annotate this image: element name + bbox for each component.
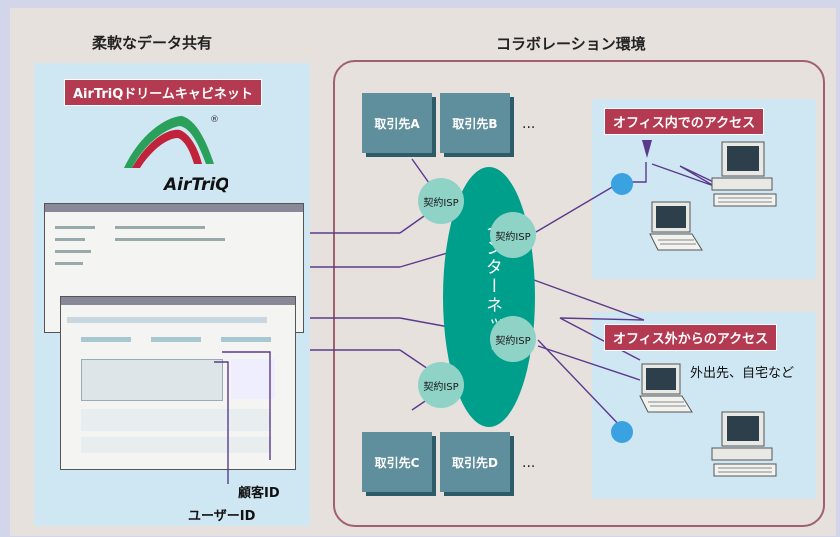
isp-node-2: 契約ISP — [490, 212, 536, 258]
heading-collaboration: コラボレーション環境 — [496, 35, 646, 53]
partner-b: 取引先B — [440, 93, 510, 153]
heading-flexible-sharing: 柔軟なデータ共有 — [92, 34, 213, 52]
user-id-label: ユーザーID — [188, 509, 256, 524]
partner-d: 取引先D — [440, 432, 510, 492]
office-inside-title: オフィス内でのアクセス — [604, 108, 765, 135]
partner-a: 取引先A — [362, 93, 432, 153]
isp-node-3: 契約ISP — [490, 316, 536, 362]
airtriq-logo: AirTriQ ® — [124, 115, 228, 195]
partners-more-bottom: ... — [522, 455, 536, 471]
laptop-computer-icon — [649, 201, 703, 251]
screenshot-front — [60, 296, 296, 470]
laptop-computer-outside-icon — [639, 363, 693, 413]
office-outside-title: オフィス外からのアクセス — [604, 324, 778, 351]
isp-node-1: 契約ISP — [418, 178, 464, 224]
wireless-node-outside — [611, 421, 633, 443]
partners-more-top: ... — [522, 116, 536, 132]
desktop-computer-outside-icon — [711, 411, 777, 477]
collaboration-frame — [333, 60, 825, 527]
customer-id-label: 顧客ID — [238, 486, 280, 501]
registered-mark: ® — [210, 115, 219, 125]
product-banner: AirTriQドリームキャビネット — [64, 79, 262, 106]
isp-node-4: 契約ISP — [418, 362, 464, 408]
partner-c: 取引先C — [362, 432, 432, 492]
internet-label: インターネット — [482, 220, 502, 353]
wireless-node-inside — [611, 173, 633, 195]
office-outside-note: 外出先、自宅など — [690, 366, 795, 381]
desktop-computer-icon — [711, 141, 777, 207]
antenna-icon — [642, 140, 652, 158]
logo-wordmark: AirTriQ — [162, 175, 228, 195]
